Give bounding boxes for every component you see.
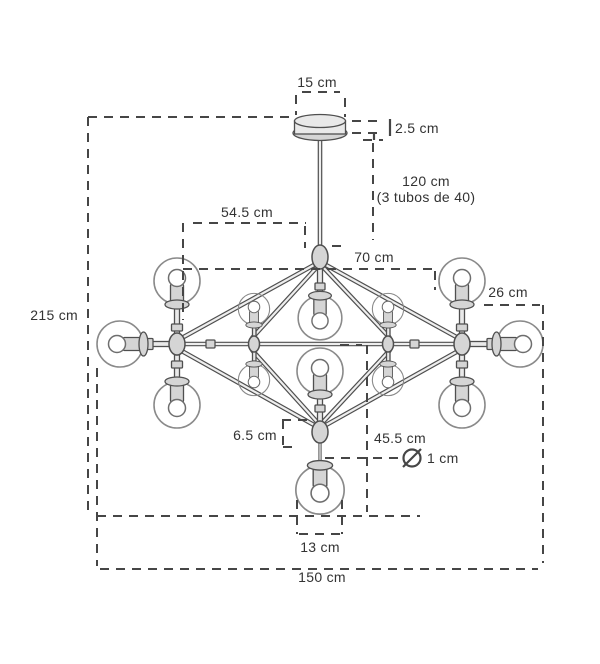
label-total-width: 150 cm (298, 569, 346, 585)
inner-left-hub (247, 335, 261, 353)
globe-bottom (295, 459, 345, 515)
dimension-lines (87, 91, 544, 570)
dim-frame-width (183, 245, 436, 290)
globe-left-down (153, 376, 201, 429)
dim-upper-width (182, 222, 306, 320)
label-canopy-width: 15 cm (297, 74, 337, 90)
dim-canopy-height (352, 119, 392, 140)
dim-lower-height (340, 344, 368, 512)
top-hub (311, 244, 329, 270)
ceiling-canopy (292, 113, 348, 142)
label-rod-diameter: 1 cm (427, 450, 459, 466)
label-globe-diameter: 13 cm (300, 539, 340, 555)
label-lower-height: 45.5 cm (374, 430, 426, 446)
dim-globe-diameter (296, 500, 343, 535)
label-frame-width: 70 cm (354, 249, 394, 265)
dimension-labels: 15 cm 2.5 cm 120 cm (3 tubos de 40) 54.5… (30, 74, 528, 585)
label-hub-size: 6.5 cm (233, 427, 277, 443)
diameter-icon (402, 448, 422, 468)
label-upper-width: 54.5 cm (221, 204, 273, 220)
left-hub (168, 332, 186, 356)
socket-stems (144, 267, 496, 423)
globes (96, 257, 544, 515)
globe-right-out (491, 320, 544, 368)
globe-right-down (438, 376, 486, 429)
globe-right-up (438, 257, 486, 310)
bottom-hub (311, 420, 329, 444)
dim-stem-length (363, 139, 383, 240)
globe-left-up (153, 257, 201, 310)
label-canopy-height: 2.5 cm (395, 120, 439, 136)
globe-left-out (96, 320, 149, 368)
globe-center-down (296, 347, 344, 400)
frame-rods (178, 138, 462, 465)
dim-canopy-width (295, 91, 346, 117)
label-total-height: 215 cm (30, 307, 78, 323)
dim-hub-size (282, 419, 310, 448)
inner-right-hub (381, 335, 395, 353)
dim-total-width (96, 305, 544, 570)
dim-rod-diameter (325, 448, 422, 468)
globe-center-up (297, 290, 343, 341)
hubs (168, 244, 471, 444)
label-arm-length: 26 cm (488, 284, 528, 300)
label-stem-length: 120 cm (402, 173, 450, 189)
dim-total-height (87, 116, 420, 517)
label-stem-note: (3 tubos de 40) (377, 189, 476, 205)
right-hub (453, 332, 471, 356)
